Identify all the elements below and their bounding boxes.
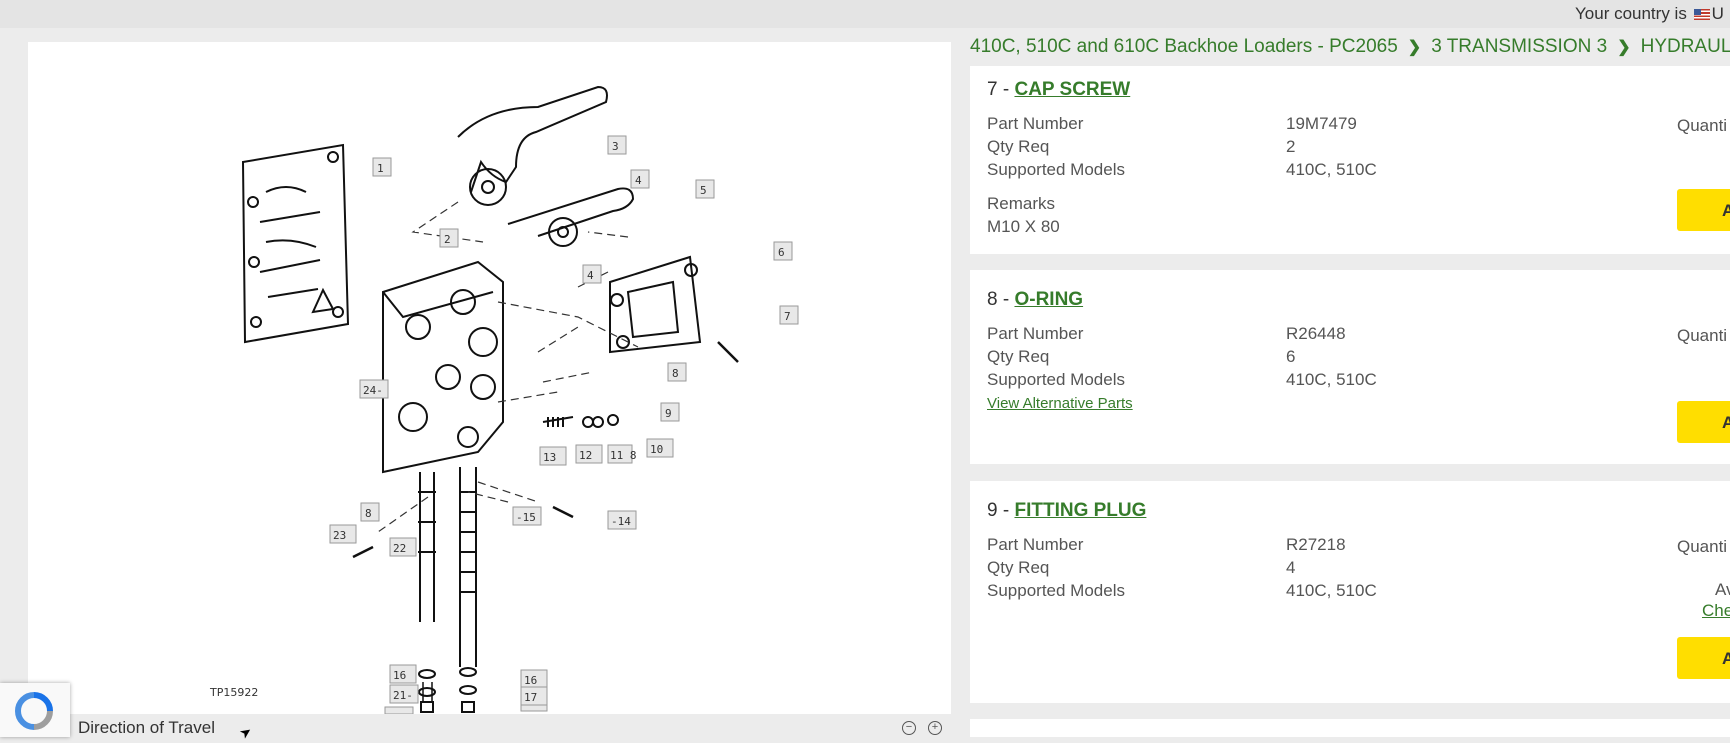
- part-index: 8 -: [987, 289, 1010, 310]
- svg-text:4: 4: [587, 269, 594, 282]
- view-alternative-parts-link[interactable]: View Alternative Parts: [987, 395, 1133, 412]
- qty-req-value: 2: [1286, 137, 1296, 156]
- part-number-value: 19M7479: [1286, 114, 1357, 133]
- zoom-out-icon[interactable]: −: [902, 721, 916, 735]
- check-availability-link[interactable]: Che: [1702, 601, 1730, 620]
- quantity-label: Quanti: [1677, 116, 1728, 135]
- country-code: U: [1711, 4, 1724, 23]
- svg-text:22: 22: [393, 542, 406, 555]
- callout-1: 1: [372, 157, 392, 177]
- svg-text:13: 13: [543, 451, 556, 464]
- svg-text:8: 8: [365, 507, 372, 520]
- svg-text:3: 3: [612, 140, 619, 153]
- part-number-label: Part Number: [987, 324, 1084, 343]
- svg-text:24-: 24-: [363, 384, 383, 397]
- part-number-label: Part Number: [987, 535, 1084, 554]
- supported-models-label: Supported Models: [987, 160, 1125, 179]
- quantity-label: Quanti: [1677, 537, 1728, 556]
- direction-of-travel-label: Direction of Travel: [78, 718, 215, 737]
- svg-text:21-: 21-: [393, 689, 413, 702]
- us-flag-icon: [1693, 9, 1710, 20]
- part-card: 7 - CAP SCREW Part Number 19M7479 Qty Re…: [970, 66, 1730, 254]
- supported-models-label: Supported Models: [987, 370, 1125, 389]
- country-indicator[interactable]: Your country is U: [1575, 4, 1724, 24]
- svg-text:-14: -14: [611, 515, 631, 528]
- breadcrumb: 410C, 510C and 610C Backhoe Loaders - PC…: [970, 36, 1730, 58]
- top-bar: [0, 0, 1730, 28]
- part-card: 9 - FITTING PLUG Part Number R27218 Qty …: [970, 481, 1730, 703]
- supported-models-label: Supported Models: [987, 581, 1125, 600]
- supported-models-value: 410C, 510C: [1286, 370, 1377, 389]
- remarks-value: M10 X 80: [987, 217, 1060, 236]
- qty-req-label: Qty Req: [987, 137, 1050, 156]
- qty-req-value: 4: [1286, 558, 1296, 577]
- part-index: 7 -: [987, 79, 1010, 100]
- parts-diagram-viewer[interactable]: 1 2 3 4 4 5 6 7 8 9 10 11 8 12 13 -14 -1…: [28, 42, 951, 714]
- part-card: [970, 719, 1730, 737]
- svg-text:-15: -15: [516, 511, 536, 524]
- recaptcha-icon: [14, 692, 53, 730]
- qty-req-label: Qty Req: [987, 558, 1050, 577]
- qty-req-value: 6: [1286, 347, 1296, 366]
- remarks-label: Remarks: [987, 194, 1056, 213]
- part-name-link[interactable]: FITTING PLUG: [1014, 500, 1147, 521]
- add-to-cart-button[interactable]: A: [1677, 401, 1730, 443]
- supported-models-value: 410C, 510C: [1286, 160, 1377, 179]
- availability-text: Av: [1715, 580, 1730, 599]
- svg-text:17: 17: [524, 691, 537, 704]
- breadcrumb-item[interactable]: 3 TRANSMISSION 3: [1431, 36, 1608, 57]
- part-number-value: R26448: [1286, 324, 1346, 343]
- svg-text:5: 5: [700, 184, 707, 197]
- svg-text:7: 7: [784, 310, 791, 323]
- part-name-link[interactable]: CAP SCREW: [1014, 79, 1131, 100]
- svg-text:2: 2: [444, 233, 451, 246]
- part-title: 8 - O-RING: [987, 289, 1083, 311]
- chevron-right-icon: ❯: [1407, 39, 1422, 56]
- svg-text:4: 4: [635, 174, 642, 187]
- add-to-cart-button[interactable]: A: [1677, 189, 1730, 231]
- viewer-footer: [28, 714, 951, 737]
- supported-models-value: 410C, 510C: [1286, 581, 1377, 600]
- part-title: 7 - CAP SCREW: [987, 79, 1130, 101]
- chevron-right-icon: ❯: [1617, 39, 1631, 56]
- breadcrumb-item[interactable]: HYDRAULIC SY: [1640, 36, 1730, 57]
- svg-text:12: 12: [579, 449, 592, 462]
- svg-text:1: 1: [377, 162, 384, 175]
- svg-text:11 8: 11 8: [610, 449, 637, 462]
- part-card: 8 - O-RING Part Number R26448 Qty Req 6 …: [970, 270, 1730, 464]
- svg-text:16: 16: [393, 669, 406, 682]
- part-number-value: R27218: [1286, 535, 1346, 554]
- part-index: 9 -: [987, 500, 1010, 521]
- exploded-parts-diagram: 1 2 3 4 4 5 6 7 8 9 10 11 8 12 13 -14 -1…: [209, 85, 799, 714]
- qty-req-label: Qty Req: [987, 347, 1050, 366]
- part-number-label: Part Number: [987, 114, 1084, 133]
- part-title: 9 - FITTING PLUG: [987, 500, 1146, 522]
- zoom-in-icon[interactable]: +: [928, 721, 942, 735]
- svg-text:9: 9: [665, 407, 672, 420]
- part-name-link[interactable]: O-RING: [1014, 289, 1084, 310]
- svg-text:8: 8: [672, 367, 679, 380]
- svg-text:TP15922: TP15922: [209, 686, 258, 699]
- svg-text:16: 16: [524, 674, 537, 687]
- country-prefix: Your country is: [1575, 4, 1687, 23]
- quantity-label: Quanti: [1677, 326, 1728, 345]
- svg-text:6: 6: [778, 246, 785, 259]
- breadcrumb-item[interactable]: 410C, 510C and 610C Backhoe Loaders - PC…: [970, 36, 1398, 57]
- recaptcha-badge[interactable]: [0, 683, 70, 737]
- svg-text:23: 23: [333, 529, 346, 542]
- svg-text:10: 10: [650, 443, 663, 456]
- add-to-cart-button[interactable]: A: [1677, 637, 1730, 679]
